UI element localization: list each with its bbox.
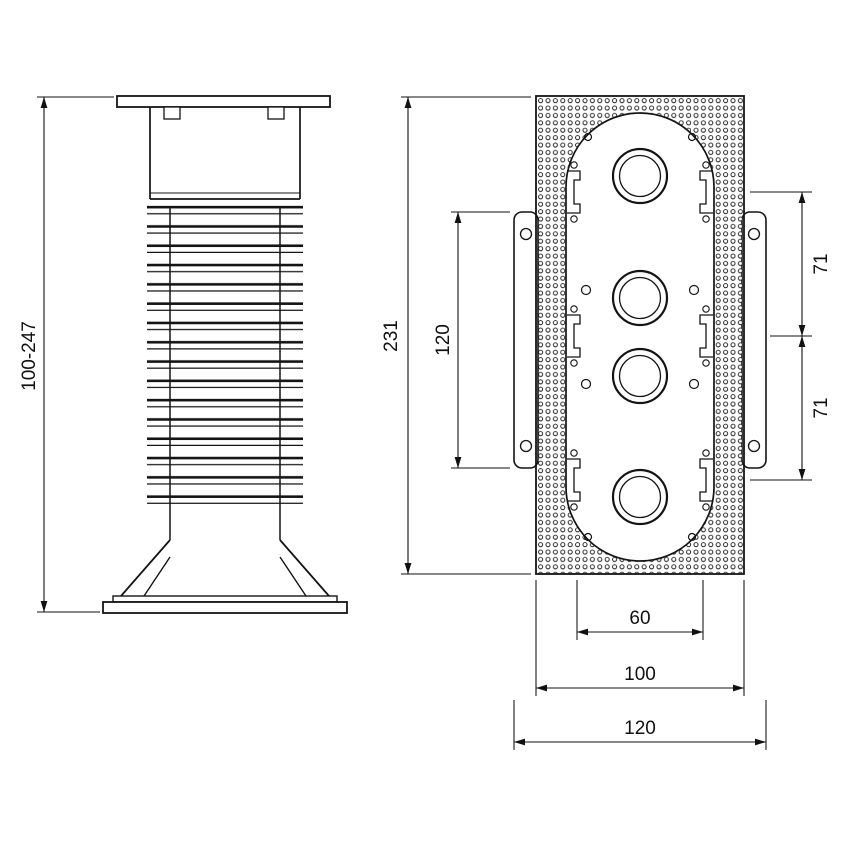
tab-hole-left-top <box>519 227 533 241</box>
hole-3-inner <box>618 354 662 398</box>
small-hole <box>688 378 700 390</box>
hole-1-inner <box>618 154 662 198</box>
dim-overall-width: 120 <box>513 700 767 750</box>
top-plate <box>116 95 331 108</box>
dim-side-height-label: 100-247 <box>19 321 40 391</box>
clip-left-top <box>567 170 581 214</box>
small-hole <box>580 284 592 296</box>
tab-hole-right-top <box>747 227 761 241</box>
hole-1-outer <box>611 147 669 205</box>
dim-body-width: 100 <box>535 580 745 696</box>
dim-overall-length: 231 <box>381 96 531 575</box>
hole-2-inner <box>618 276 662 320</box>
clip-screw <box>570 305 578 313</box>
small-hole <box>580 378 592 390</box>
clip-right-bottom <box>699 458 713 502</box>
center-cutout <box>565 112 715 562</box>
dim-tab-length: 120 <box>433 211 510 469</box>
clip-screw <box>702 449 710 457</box>
clip-screw <box>702 215 710 223</box>
clip-screw <box>570 503 578 511</box>
tab-hole-left-bottom <box>519 439 533 453</box>
clip-screw <box>570 215 578 223</box>
small-holes <box>580 132 700 542</box>
base-flange <box>112 595 338 603</box>
side-tab-right <box>741 211 767 469</box>
dim-overall-width-label: 120 <box>624 718 656 739</box>
dim-tab-length-label: 120 <box>433 324 454 356</box>
base-gussets <box>143 556 307 597</box>
clip-left-bottom <box>567 458 581 502</box>
dim-slot-width-label: 60 <box>629 608 650 629</box>
small-hole <box>583 132 593 142</box>
dim-pitch-upper-label: 71 <box>811 253 832 274</box>
dim-body-width-label: 100 <box>624 664 656 685</box>
small-hole <box>688 284 700 296</box>
small-hole <box>687 532 697 542</box>
clip-screw <box>570 161 578 169</box>
clip-screw <box>570 359 578 367</box>
plan-view <box>513 95 767 575</box>
clip-left-mid <box>567 314 581 358</box>
edge-clips <box>567 161 713 511</box>
base-plate <box>102 601 348 614</box>
side-tab-left <box>513 211 539 469</box>
upper-cup-walls <box>149 107 301 199</box>
clip-screw <box>702 503 710 511</box>
dim-overall-length-label: 231 <box>381 320 402 352</box>
clip-screw <box>702 161 710 169</box>
threaded-column <box>147 204 303 514</box>
hole-2-outer <box>611 269 669 327</box>
large-holes <box>611 147 669 526</box>
clip-screw <box>570 449 578 457</box>
hole-4-inner <box>618 475 662 519</box>
dim-side-height: 100-247 <box>19 96 114 613</box>
clip-right-mid <box>699 314 713 358</box>
dim-slot-width: 60 <box>576 580 704 640</box>
top-plate-lug-right <box>267 106 285 120</box>
dim-clip-pitch: 71 71 <box>750 191 832 481</box>
base-legs <box>120 539 330 597</box>
tab-hole-right-bottom <box>747 439 761 453</box>
side-elevation-view <box>102 95 348 614</box>
small-hole <box>583 532 593 542</box>
top-plate-lug-left <box>163 106 181 120</box>
clip-right-top <box>699 170 713 214</box>
inner-rod-edges <box>169 206 281 540</box>
dim-pitch-lower-label: 71 <box>811 397 832 418</box>
hole-4-outer <box>611 468 669 526</box>
small-hole <box>687 132 697 142</box>
clip-screw <box>702 305 710 313</box>
hole-3-outer <box>611 347 669 405</box>
clip-screw <box>702 359 710 367</box>
